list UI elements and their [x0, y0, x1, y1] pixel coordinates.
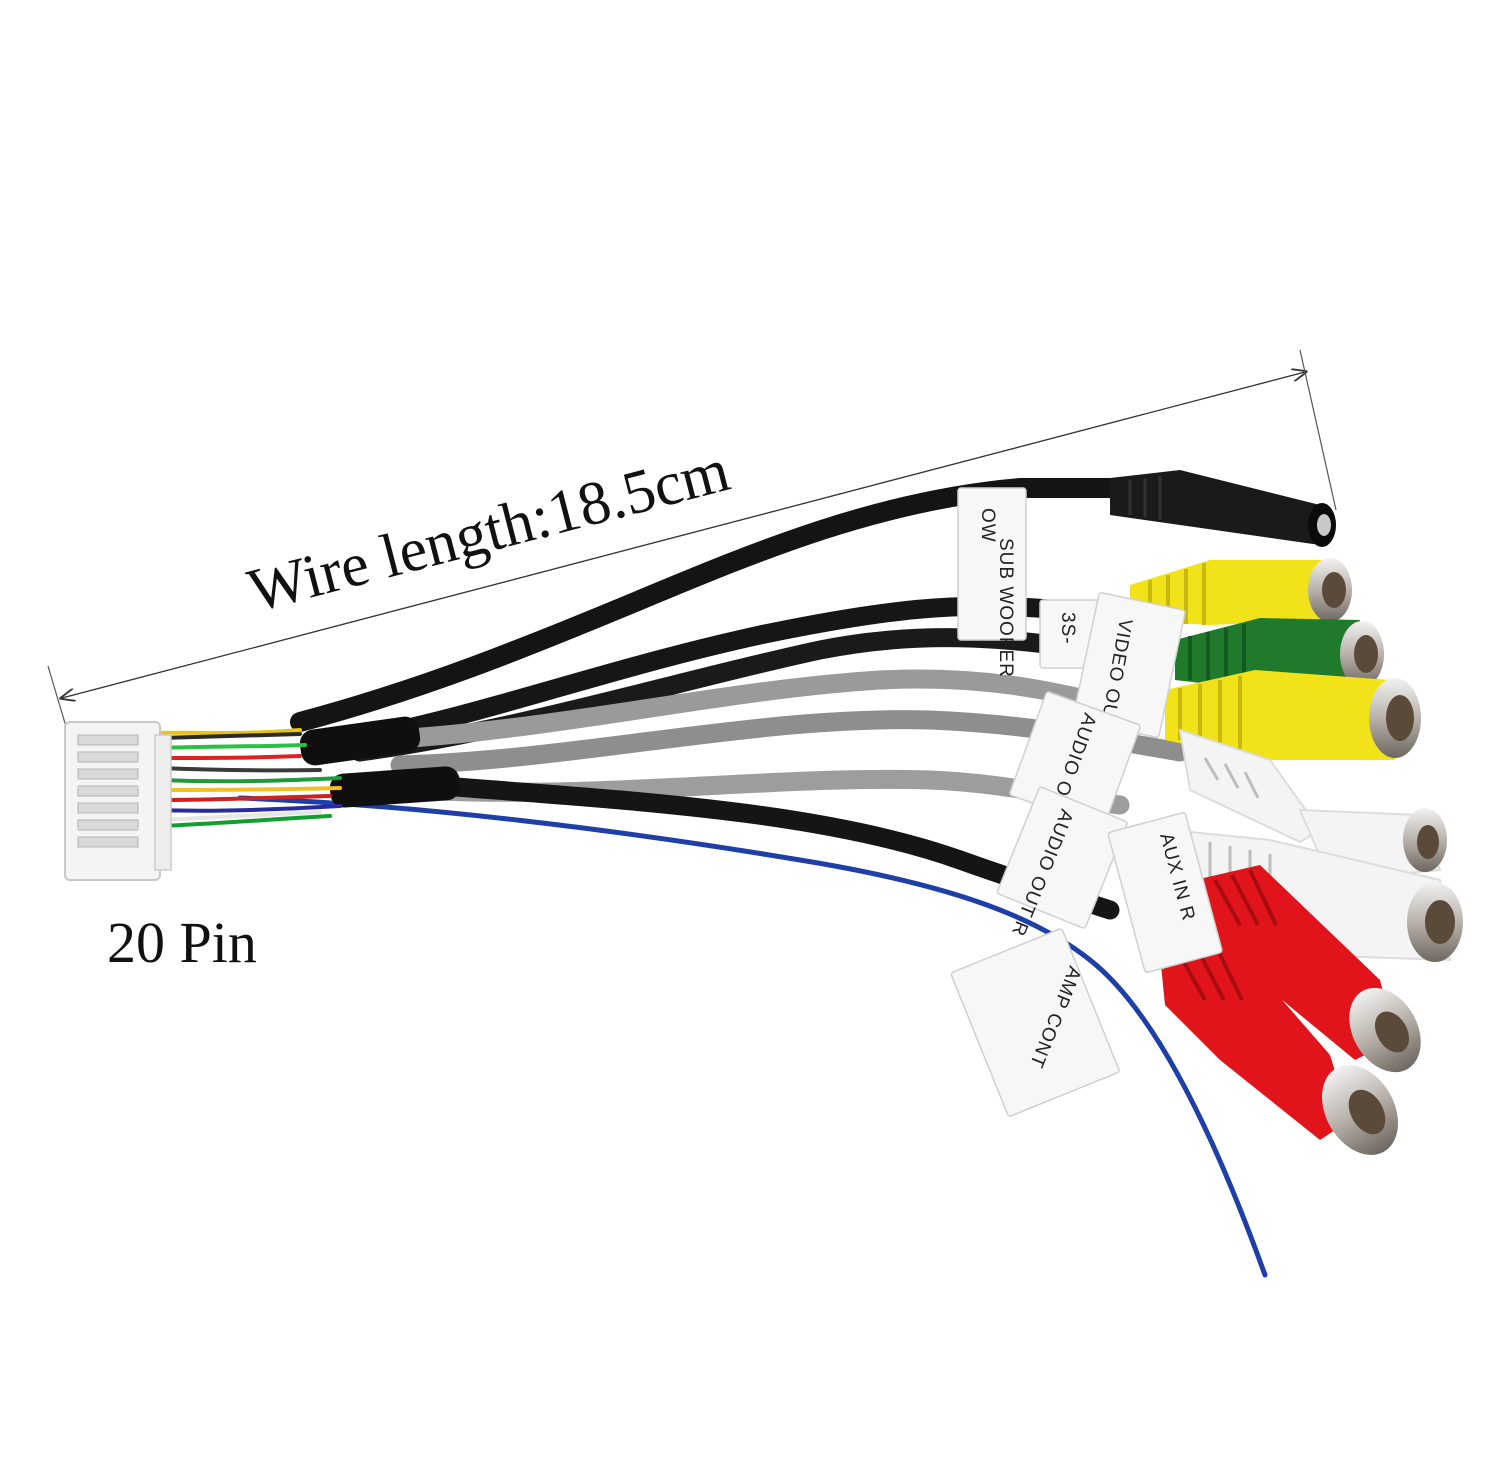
tag-sub-woofer-label: SUB WOOFER — [995, 538, 1016, 678]
connector-red-1 — [1195, 865, 1421, 1073]
tag-sub-woofer-top: OW — [977, 508, 998, 543]
tag-aux-in-r: AUX IN R — [1107, 812, 1223, 973]
wire-black-top — [290, 478, 1130, 732]
connector-20pin — [64, 721, 172, 881]
pin-count-label: 20 Pin — [107, 910, 257, 975]
connector-black-sub — [1110, 470, 1336, 547]
connector-yellow-2 — [1165, 670, 1421, 760]
tag-partial-label: 3S- — [1057, 612, 1078, 645]
connector-white-2 — [1168, 828, 1463, 962]
tag-amp-cont: AMP CONT — [950, 928, 1120, 1117]
wire-grey-1 — [370, 669, 1120, 750]
connector-yellow-1 — [1130, 558, 1352, 625]
heat-shrink-top — [299, 716, 421, 766]
connector-green — [1175, 618, 1384, 690]
heat-shrink-bottom — [329, 766, 461, 808]
dimension-right-extension — [1299, 349, 1337, 511]
dimension-line — [62, 372, 1305, 698]
tag-partial: 3S- — [1039, 599, 1101, 669]
connector-red-2 — [1160, 940, 1398, 1155]
tag-sub-woofer: OW SUB WOOFER — [957, 487, 1027, 678]
fine-wires — [158, 728, 342, 828]
heat-shrink — [299, 716, 461, 808]
wire-blue-amp — [237, 795, 1268, 1278]
